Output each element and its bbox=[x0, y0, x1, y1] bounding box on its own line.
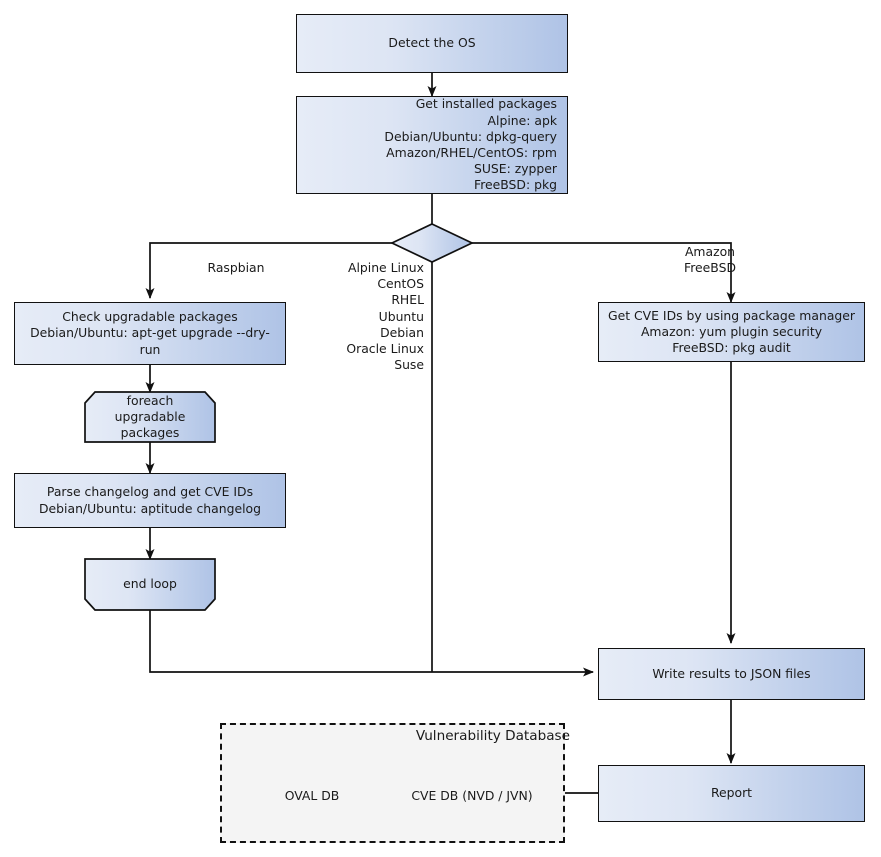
node-report-label: Report bbox=[710, 785, 753, 801]
edge-label-raspbian: Raspbian bbox=[207, 260, 265, 275]
node-get-cve-ids[interactable]: Get CVE IDs by using package manager Ama… bbox=[598, 302, 865, 362]
vulnerability-database-group bbox=[220, 723, 565, 843]
node-end-loop-label: end loop bbox=[123, 576, 177, 592]
node-detect-os-label: Detect the OS bbox=[388, 35, 476, 51]
cve-db-node[interactable]: CVE DB (NVD / JVN) bbox=[400, 760, 544, 827]
node-get-installed-packages-label: Get installed packages Alpine: apk Debia… bbox=[384, 96, 557, 193]
oval-db-label: OVAL DB bbox=[284, 788, 340, 803]
node-end-loop[interactable]: end loop bbox=[85, 559, 215, 610]
edge-label-amazon-freebsd: Amazon FreeBSD bbox=[684, 244, 736, 276]
node-foreach-loop-label: foreach upgradable packages bbox=[114, 392, 186, 441]
edge-endloop-to-write bbox=[149, 610, 594, 677]
node-foreach-loop[interactable]: foreach upgradable packages bbox=[85, 392, 215, 442]
oval-db-node[interactable]: OVAL DB bbox=[235, 760, 389, 827]
vulnerability-database-title: Vulnerability Database bbox=[415, 728, 570, 744]
node-report[interactable]: Report bbox=[598, 765, 865, 822]
node-write-results-label: Write results to JSON files bbox=[652, 665, 811, 681]
node-detect-os[interactable]: Detect the OS bbox=[296, 14, 568, 73]
node-parse-changelog[interactable]: Parse changelog and get CVE IDs Debian/U… bbox=[14, 473, 286, 528]
node-parse-changelog-label: Parse changelog and get CVE IDs Debian/U… bbox=[39, 484, 261, 516]
decision-diamond bbox=[390, 223, 474, 263]
cve-db-label: CVE DB (NVD / JVN) bbox=[411, 788, 533, 803]
node-check-upgradable-packages[interactable]: Check upgradable packages Debian/Ubuntu:… bbox=[14, 302, 286, 365]
node-write-results[interactable]: Write results to JSON files bbox=[598, 648, 865, 700]
node-check-upgradable-packages-label: Check upgradable packages Debian/Ubuntu:… bbox=[30, 309, 270, 357]
node-get-cve-ids-label: Get CVE IDs by using package manager Ama… bbox=[608, 307, 855, 356]
edge-label-middle-os-list: Alpine Linux CentOS RHEL Ubuntu Debian O… bbox=[346, 260, 424, 373]
node-get-installed-packages[interactable]: Get installed packages Alpine: apk Debia… bbox=[296, 96, 568, 194]
